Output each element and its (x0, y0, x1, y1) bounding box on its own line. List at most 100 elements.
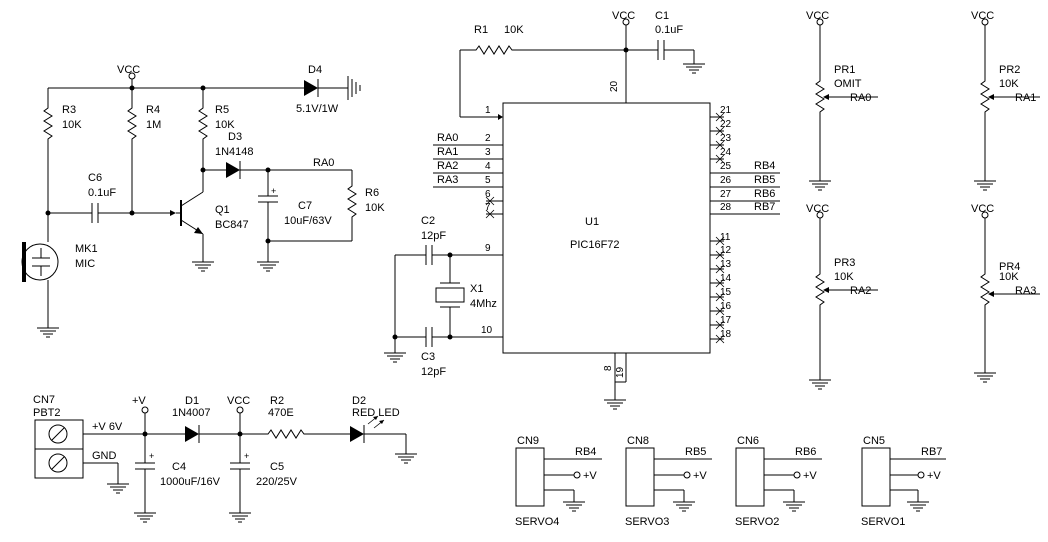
r3-ref: R3 (62, 104, 76, 116)
pr1-vcc: VCC (806, 10, 829, 22)
c4-ref: C4 (172, 461, 186, 473)
resistor-r6: R6 10K (268, 170, 385, 242)
resistor-r2: R2 470E (263, 395, 350, 439)
cn8-plus-v: +V (693, 470, 707, 482)
x1-ref: X1 (470, 283, 483, 295)
pin-25: 25 (720, 161, 732, 172)
resistor-r1: R1 10K (459, 24, 626, 120)
pr3-value: 10K (834, 271, 854, 283)
cn6-net: RB6 (795, 446, 816, 458)
ra0-net-label: RA0 (313, 157, 334, 169)
c7-ref: C7 (298, 200, 312, 212)
pin-2: 2 (485, 133, 491, 144)
pin-13: 13 (720, 259, 732, 270)
c7-plus: + (271, 186, 276, 196)
pin-19: 19 (615, 366, 626, 378)
pot-pr3: VCC PR3 10K RA2 (806, 203, 878, 390)
r4-ref: R4 (146, 104, 160, 116)
left-pin-net-ra1: RA1 (437, 146, 458, 158)
cn7-value: PBT2 (33, 407, 61, 419)
cn9-net: RB4 (575, 446, 596, 458)
mcu-section: VCC 20 R1 10K 1 C1 0.1uF (383, 10, 780, 410)
c1-ref: C1 (655, 10, 669, 22)
r2-value: 470E (268, 407, 294, 419)
servo-cn8: CN8 RB5 +V SERVO3 (625, 435, 712, 528)
left-pins: RA0 RA1 RA2 RA3 2 3 4 5 6 7 (433, 132, 503, 219)
pin-23: 23 (720, 133, 732, 144)
right-pins: 21 22 23 24 25 26 27 28 RB4 RB5 RB6 RB7 (710, 105, 780, 344)
pin-7: 7 (485, 202, 491, 213)
pr2-value: 10K (999, 78, 1019, 90)
d1-value: 1N4007 (172, 407, 211, 419)
d4-value: 5.1V/1W (296, 103, 339, 115)
cn5-ref: CN5 (863, 435, 885, 447)
servo2-label: SERVO2 (735, 516, 779, 528)
c2-ref: C2 (421, 215, 435, 227)
c4-value: 1000uF/16V (160, 476, 221, 488)
r1-ref: R1 (474, 24, 488, 36)
plus-v-label: +V (132, 395, 146, 407)
servo4-label: SERVO4 (515, 516, 559, 528)
servo3-label: SERVO3 (625, 516, 669, 528)
gnd-net-label: GND (92, 450, 117, 462)
zener-diode-d4: D4 5.1V/1W (296, 64, 361, 115)
c6-ref: C6 (88, 172, 102, 184)
mcu-vcc-label: VCC (612, 10, 635, 22)
mic-preamp-section: VCC D4 5.1V/1W R3 10K R4 (21, 64, 385, 338)
pin-16: 16 (720, 301, 732, 312)
pin-17: 17 (720, 315, 732, 326)
c4-plus: + (149, 451, 154, 461)
rb5-net-label: RB5 (754, 174, 775, 186)
pot-pr1: VCC PR1 OMIT RA0 (806, 10, 878, 191)
r6-value: 10K (365, 202, 385, 214)
pr1-value: OMIT (834, 78, 862, 90)
c3-ref: C3 (421, 351, 435, 363)
servo-cn9: CN9 RB4 +V SERVO4 (515, 435, 602, 528)
r4-value: 1M (146, 119, 161, 131)
diode-d3: D3 1N4148 (203, 131, 352, 179)
pin-6: 6 (485, 189, 491, 200)
x1-value: 4Mhz (470, 298, 497, 310)
left-pin-net-ra2: RA2 (437, 160, 458, 172)
microphone-mk1: MK1 MIC (21, 213, 98, 338)
c5-value: 220/25V (256, 476, 298, 488)
led-d2: D2 RED LED (350, 395, 418, 464)
pr2-ref: PR2 (999, 64, 1020, 76)
cn9-plus-v: +V (583, 470, 597, 482)
rb6-net-label: RB6 (754, 188, 775, 200)
cn6-plus-v: +V (803, 470, 817, 482)
power-supply-section: CN7 PBT2 +V 6V GND +V + C4 1000uF/16V (33, 394, 418, 523)
r3-value: 10K (62, 119, 82, 131)
left-pin-net-ra0: RA0 (437, 132, 458, 144)
pin-8: 8 (603, 365, 614, 371)
pr1-net: RA0 (850, 92, 871, 104)
pin-5: 5 (485, 175, 491, 186)
pin-12: 12 (720, 245, 732, 256)
cn5-net: RB7 (921, 446, 942, 458)
pr3-net: RA2 (850, 285, 871, 297)
vcc-label: VCC (117, 64, 140, 76)
pr2-vcc: VCC (971, 10, 994, 22)
pin-28: 28 (720, 202, 732, 213)
cn5-plus-v: +V (927, 470, 941, 482)
servo-cn5: CN5 RB7 +V SERVO1 (861, 435, 946, 528)
r6-ref: R6 (365, 187, 379, 199)
c6-value: 0.1uF (88, 187, 116, 199)
pin-18: 18 (720, 329, 732, 340)
pr4-vcc: VCC (971, 203, 994, 215)
pot-pr2: VCC PR2 10K RA1 (971, 10, 1040, 191)
d2-ref: D2 (352, 395, 366, 407)
left-pin-net-ra3: RA3 (437, 174, 458, 186)
pin-9: 9 (485, 243, 491, 254)
r5-value: 10K (215, 119, 235, 131)
pot-pr4: VCC PR4 10K RA3 (971, 203, 1040, 383)
rb7-net-label: RB7 (754, 201, 775, 213)
q1-value: BC847 (215, 219, 249, 231)
diode-d1: D1 1N4007 (172, 395, 264, 443)
capacitor-c4: + C4 1000uF/16V (133, 434, 221, 523)
rb4-net-label: RB4 (754, 160, 775, 172)
pin-11: 11 (720, 232, 731, 243)
r1-value: 10K (504, 24, 524, 36)
capacitor-c1: C1 0.1uF (626, 10, 706, 74)
